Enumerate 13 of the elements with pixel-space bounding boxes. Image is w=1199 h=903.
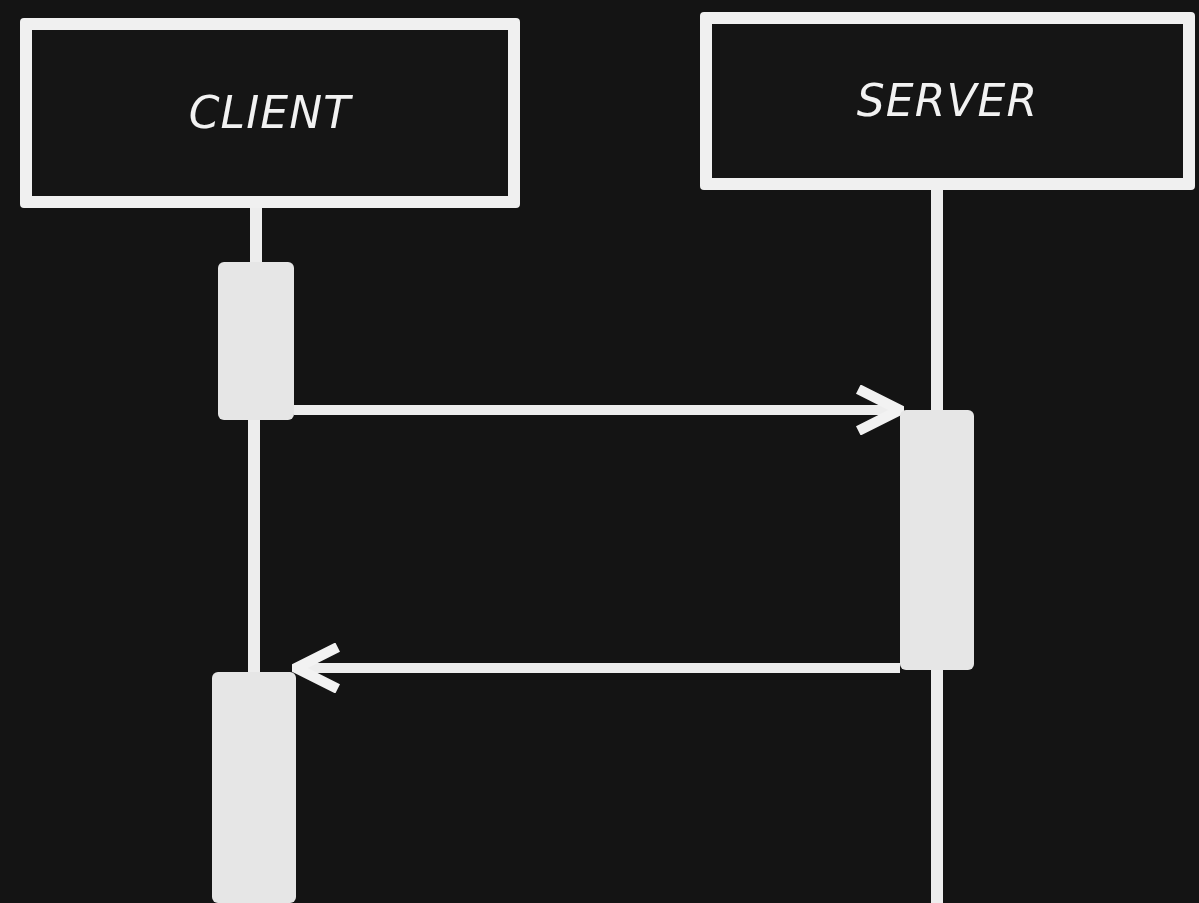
participant-box [700,12,1195,190]
lifeline [248,420,260,672]
participant-box [20,18,520,208]
lifeline [931,190,943,410]
activation-bar [218,262,294,420]
lifeline [931,670,943,903]
participant-label: CLIENT [188,86,352,140]
arrow [290,641,900,695]
participant-label: SERVER [856,74,1039,128]
activation-bar [900,410,974,670]
arrow [294,383,906,437]
activation-bar [212,672,296,903]
lifeline [250,208,262,262]
